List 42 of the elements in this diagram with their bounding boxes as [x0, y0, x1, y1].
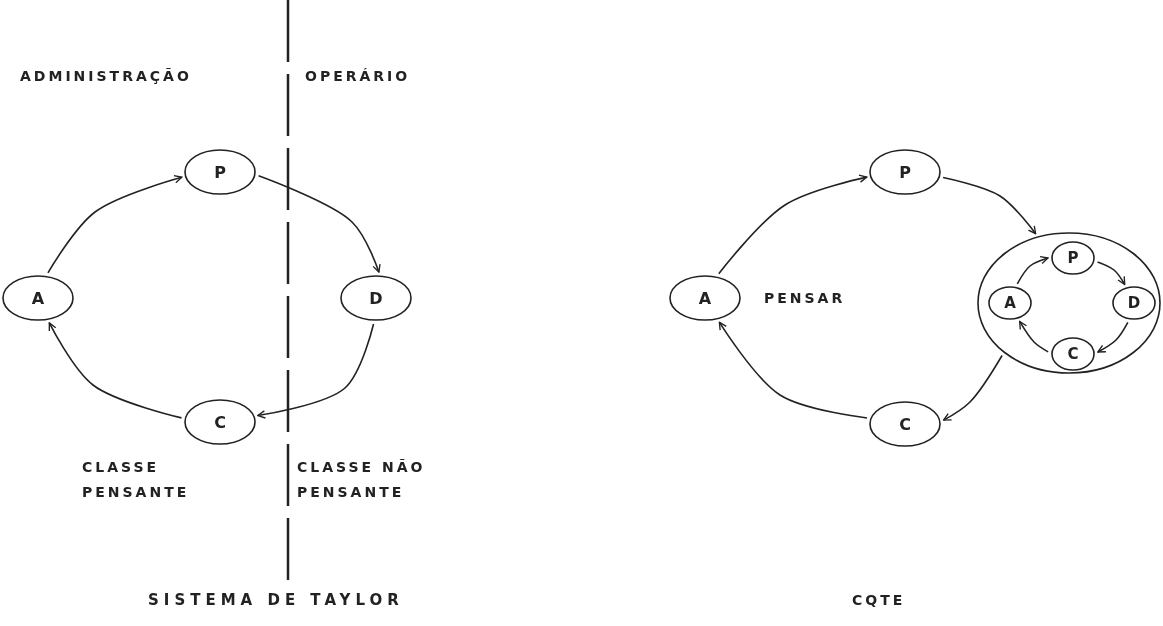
arrow: [1016, 256, 1049, 285]
node-letter: P: [1067, 249, 1079, 267]
node-letter: A: [31, 288, 45, 308]
node-letter: P: [899, 162, 911, 182]
label-text: CLASSE PENSANTE: [82, 458, 191, 502]
arrow: [1096, 261, 1126, 286]
label-text: PENSAR: [764, 289, 847, 308]
arrow: [718, 321, 868, 419]
node-circle: [340, 275, 412, 321]
arrow: [256, 323, 375, 419]
node-letter: C: [899, 414, 911, 434]
arrow: [1097, 321, 1129, 353]
enclosing-circle: [977, 232, 1161, 374]
node-letter: A: [698, 288, 712, 308]
label-text: CLASSE NÃO PENSANTE: [297, 458, 427, 502]
node-letter: D: [369, 288, 383, 308]
arrow: [1018, 320, 1049, 353]
node-letter: A: [1004, 294, 1016, 312]
node-letter: P: [214, 162, 226, 182]
node-circle: [1112, 286, 1156, 320]
label-text: CQTE: [852, 591, 907, 610]
node-circle: [669, 275, 741, 321]
node-circle: [2, 275, 74, 321]
label-text: OPERÁRIO: [305, 67, 412, 86]
node-circle: [1051, 241, 1095, 275]
node-circle: [184, 399, 256, 445]
arrow: [718, 174, 868, 275]
arrow: [942, 354, 1003, 421]
arrow: [942, 176, 1037, 235]
node-circle: [988, 286, 1032, 320]
node-circle: [1051, 337, 1095, 371]
node-circle: [184, 149, 256, 195]
arrow: [257, 175, 381, 273]
arrow: [48, 322, 183, 419]
node-circle: [869, 401, 941, 447]
node-circle: [869, 149, 941, 195]
node-letter: C: [1067, 345, 1079, 363]
node-letter: D: [1127, 294, 1141, 312]
diagram-title: SISTEMA DE TAYLOR: [148, 590, 405, 611]
arrow: [47, 175, 183, 274]
label-text: ADMINISTRAÇÃO: [20, 67, 193, 86]
node-letter: C: [214, 412, 226, 432]
